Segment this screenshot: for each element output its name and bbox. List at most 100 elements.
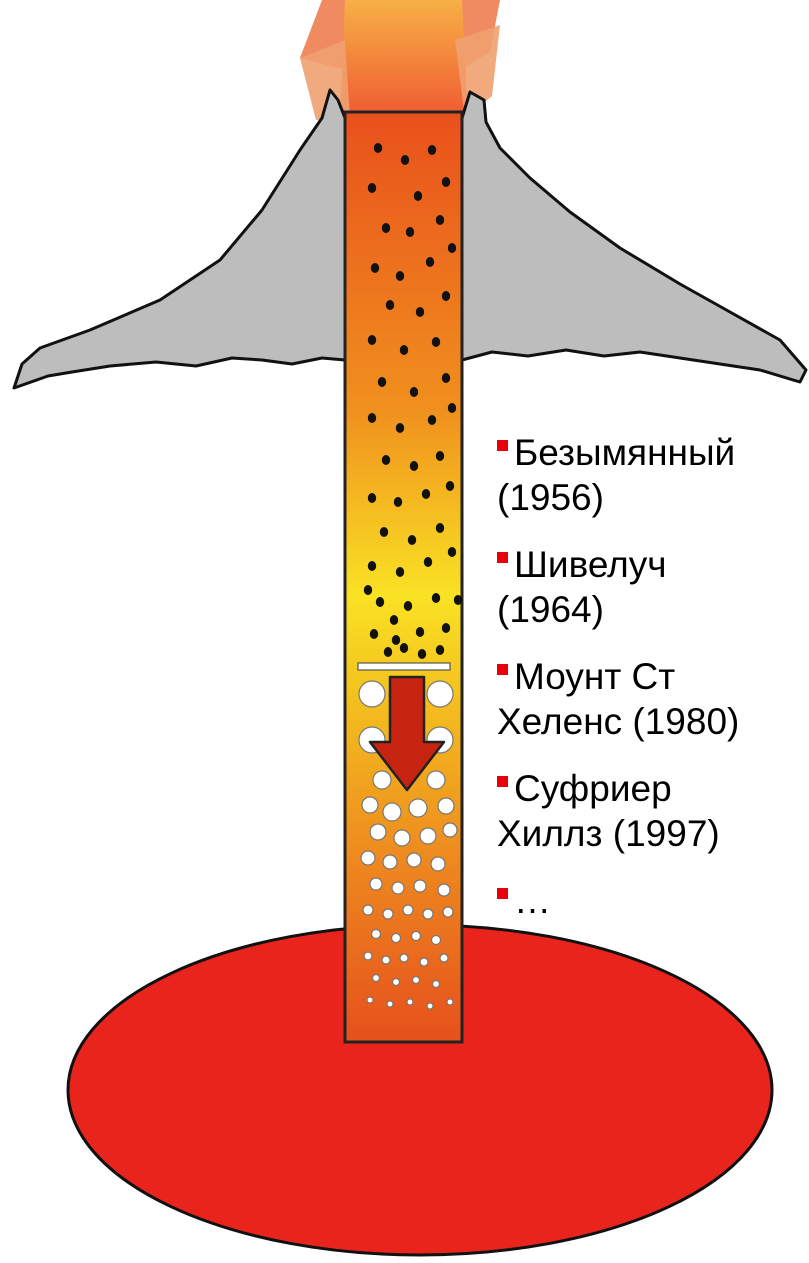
bubble [443, 823, 457, 837]
pyroclast-dot [378, 377, 386, 387]
bubble [383, 855, 397, 869]
eruption-name: Суфриер [514, 768, 672, 809]
bullet-icon [497, 888, 508, 899]
eruption-year: (1956) [497, 477, 604, 518]
eruption-year: Хеленс (1980) [497, 701, 739, 742]
pyroclast-dot [368, 493, 376, 503]
bubble [433, 981, 440, 988]
pyroclast-dot [448, 403, 456, 413]
bubble [409, 799, 427, 817]
bubble [431, 857, 445, 871]
pyroclast-dot [448, 243, 456, 253]
pyroclast-dot [410, 461, 418, 471]
bubble [413, 977, 420, 984]
pyroclast-dot [396, 271, 404, 281]
pyroclast-dot [382, 223, 390, 233]
pyroclast-dot [416, 307, 424, 317]
pyroclast-dot [368, 183, 376, 193]
bubble [383, 803, 401, 821]
pyroclast-dot [424, 557, 432, 567]
bubble [400, 954, 408, 962]
pyroclast-dot [446, 481, 454, 491]
eruption-name: … [514, 880, 551, 921]
bubble [423, 909, 433, 919]
pyroclast-dot [442, 291, 450, 301]
bubble [447, 999, 453, 1005]
bubble [393, 979, 400, 986]
pyroclast-dot [376, 597, 384, 607]
bubble [372, 930, 381, 939]
pyroclast-dot [384, 647, 392, 657]
bullet-icon [497, 552, 508, 563]
pyroclast-dot [428, 415, 436, 425]
bullet-icon [497, 440, 508, 451]
pyroclast-dot [392, 635, 400, 645]
pyroclast-dot [371, 263, 379, 273]
bubble [392, 882, 404, 894]
pyroclast-dot [390, 615, 398, 625]
bubble [367, 997, 373, 1003]
pyroclast-dot [364, 585, 372, 595]
bubble [392, 934, 401, 943]
pyroclast-dot [432, 593, 440, 603]
pyroclast-dot [408, 535, 416, 545]
bubble [427, 681, 453, 707]
pyroclast-dot [386, 300, 394, 310]
bullet-icon [497, 664, 508, 675]
pyroclast-dot [370, 629, 378, 639]
eruption-name: Моунт Ст [514, 656, 675, 697]
bubble [443, 907, 453, 917]
pyroclast-dot [454, 595, 462, 605]
pyroclast-dot [368, 335, 376, 345]
volcanic-conduit [345, 112, 462, 1042]
pyroclast-dot [368, 413, 376, 423]
eruption-year: (1964) [497, 589, 604, 630]
bullet-icon [497, 776, 508, 787]
pyroclast-dot [404, 601, 412, 611]
pyroclast-dot [442, 623, 450, 633]
bubble [370, 824, 386, 840]
pyroclast-dot [426, 257, 434, 267]
bubble [363, 905, 373, 915]
pyroclast-dot [432, 337, 440, 347]
pyroclast-dot [400, 643, 408, 653]
pyroclast-dot [428, 145, 436, 155]
bubble [440, 954, 448, 962]
bubble [394, 830, 410, 846]
pyroclast-dot [414, 191, 422, 201]
pyroclast-dot [442, 177, 450, 187]
eruption-year: Хиллз (1997) [497, 813, 720, 854]
pyroclast-dot [368, 561, 376, 571]
pyroclast-dot [406, 227, 414, 237]
pyroclast-dot [400, 345, 408, 355]
bubble [438, 884, 450, 896]
fragmentation-level [358, 663, 450, 670]
pyroclast-dot [374, 143, 382, 153]
pyroclast-dot [382, 455, 390, 465]
pyroclast-dot [436, 523, 444, 533]
bubble [420, 828, 436, 844]
bubble [373, 771, 391, 789]
bubble [407, 999, 413, 1005]
bubble [420, 958, 428, 966]
pyroclast-dot [436, 215, 444, 225]
bubble [362, 797, 378, 813]
bubble [364, 952, 372, 960]
pyroclast-dot [396, 567, 404, 577]
bubble [407, 853, 421, 867]
pyroclast-dot [380, 527, 388, 537]
pyroclast-dot [401, 155, 409, 165]
bubble [427, 771, 445, 789]
bubble [432, 936, 441, 945]
bubble [414, 880, 426, 892]
bubble [359, 681, 385, 707]
pyroclast-dot [436, 451, 444, 461]
pyroclast-dot [422, 489, 430, 499]
eruption-item: Шивелуч(1964) [497, 542, 809, 632]
bubble [373, 975, 380, 982]
pyroclast-dot [394, 497, 402, 507]
bubble [412, 932, 421, 941]
pyroclast-dot [436, 645, 444, 655]
bubble [383, 909, 393, 919]
